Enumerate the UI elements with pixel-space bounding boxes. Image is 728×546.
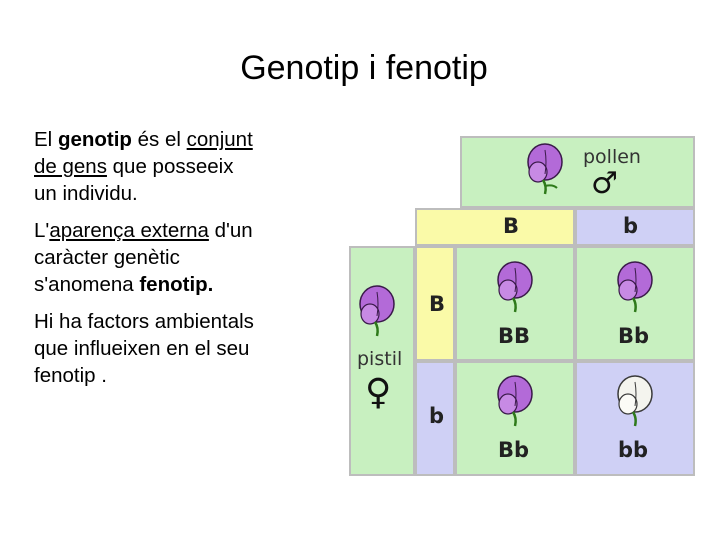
slide-title: Genotip i fenotip <box>240 49 488 87</box>
body-text: El genotip és el conjunt de gens que pos… <box>34 126 364 399</box>
col-allele-b: b <box>623 214 639 238</box>
paragraph-fenotip: L'aparença externa d'un caràcter genètic… <box>34 217 364 298</box>
paragraph-factors: Hi ha factors ambientals que influeixen … <box>34 308 364 389</box>
col-header-B <box>415 208 575 246</box>
text-run: un individu. <box>34 182 138 205</box>
flower-purple-pollen-icon <box>527 143 563 195</box>
flower-white-bb-icon <box>617 375 653 427</box>
genotype-BB: BB <box>498 324 531 348</box>
text-run: fenotip . <box>34 364 107 387</box>
genotype-Bb-bottom: Bb <box>498 438 530 462</box>
genotype-Bb-top: Bb <box>618 324 650 348</box>
text-run: El <box>34 128 58 151</box>
text-run: és el <box>131 128 187 151</box>
text-run-underlined: de gens <box>34 155 107 178</box>
pistil-label: pistil <box>357 348 403 370</box>
col-header-b <box>575 208 695 246</box>
text-run-bold: genotip <box>57 128 132 151</box>
flower-purple-pistil-icon <box>359 285 395 337</box>
text-run-underlined: conjunt <box>186 128 253 151</box>
text-run: caràcter genètic <box>34 246 180 269</box>
row-allele-b: b <box>429 404 445 428</box>
paragraph-genotip: El genotip és el conjunt de gens que pos… <box>34 126 364 207</box>
flower-purple-BB-icon <box>497 261 533 313</box>
row-allele-B: B <box>429 292 446 316</box>
pollen-header-cell <box>460 136 695 208</box>
flower-purple-Bb-top-icon <box>617 261 653 313</box>
pistil-column-cell <box>349 246 415 476</box>
female-symbol: ♀ <box>365 372 392 413</box>
male-symbol: ♂ <box>591 166 618 201</box>
flower-purple-Bb-bottom-icon <box>497 375 533 427</box>
text-run: Hi ha factors ambientals <box>34 310 254 333</box>
row-header-b <box>415 361 455 476</box>
text-run-underlined: aparença externa <box>49 219 209 242</box>
pollen-label: pollen <box>583 146 641 168</box>
text-run: d'un <box>208 219 253 242</box>
text-run: que influeixen en el seu <box>34 337 250 360</box>
col-allele-B: B <box>503 214 520 238</box>
row-header-B <box>415 246 455 361</box>
text-run: s'anomena <box>34 273 140 296</box>
text-run: L' <box>34 219 50 242</box>
text-run-bold: fenotip. <box>139 273 214 296</box>
punnett-square-diagram: pollen ♂ pistil ♀ B b B b BB Bb Bb bb <box>345 132 700 478</box>
text-run: que posseeix <box>106 155 234 178</box>
genotype-bb: bb <box>618 438 649 462</box>
